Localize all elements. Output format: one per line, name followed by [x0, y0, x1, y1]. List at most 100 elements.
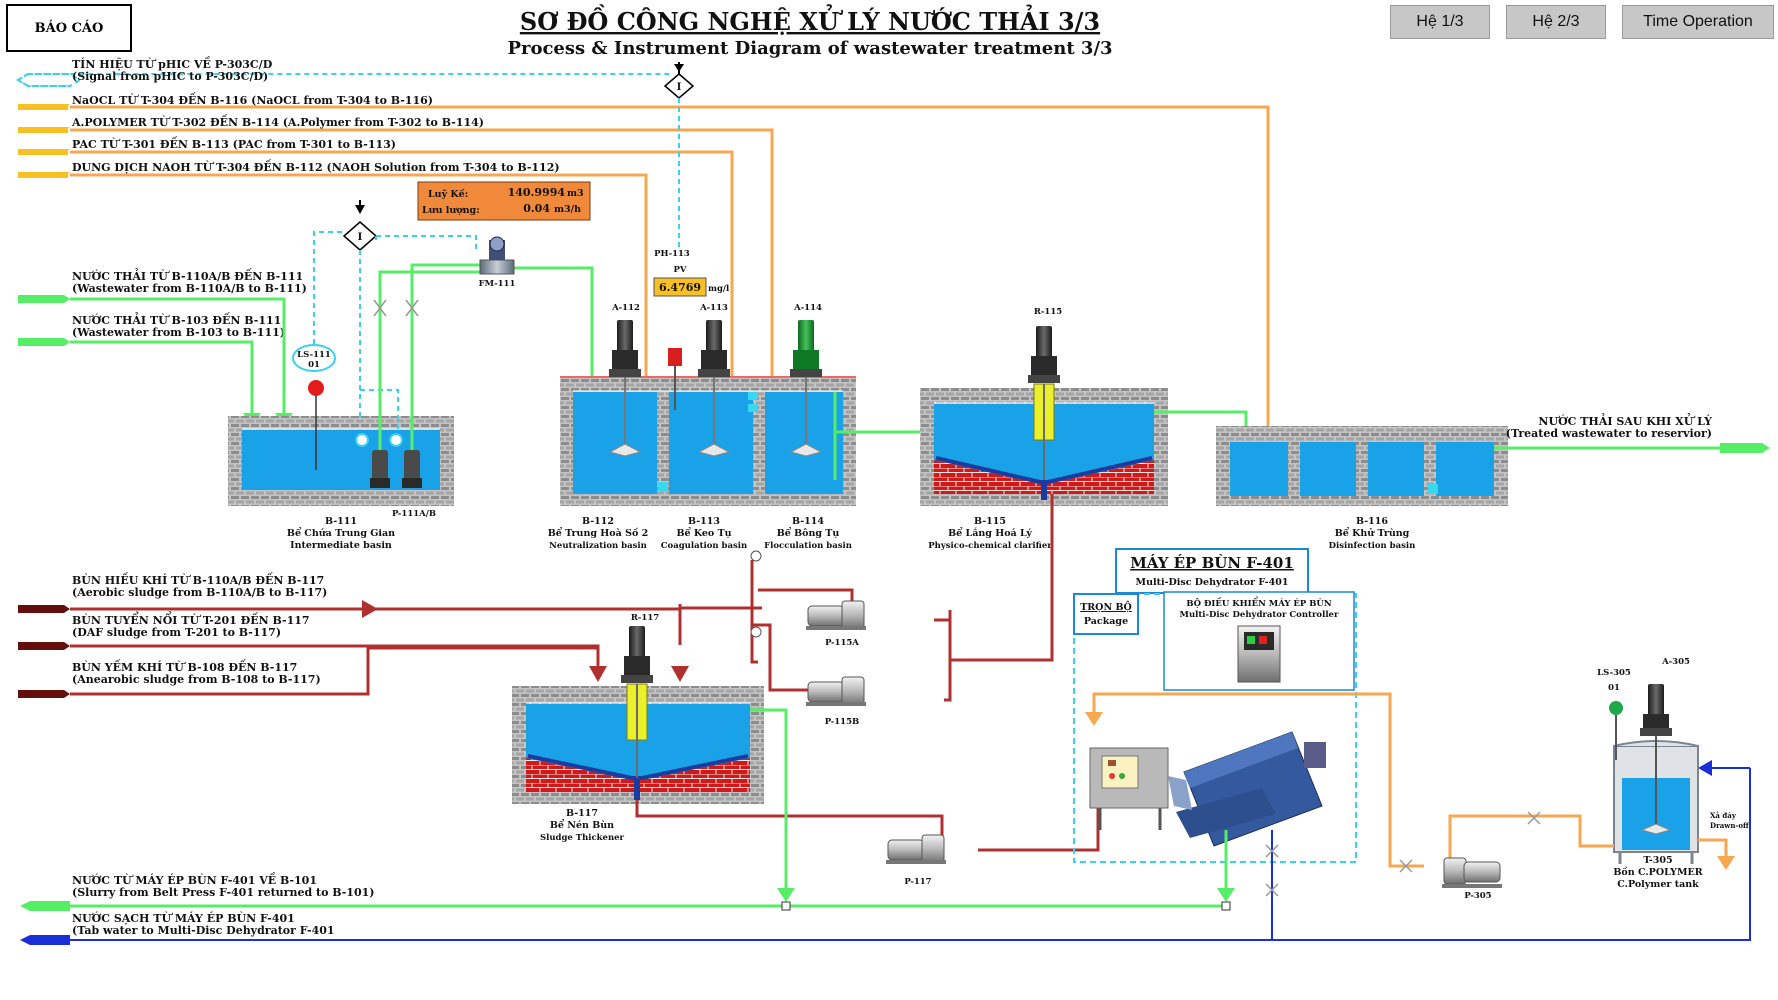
b115-name: Bể Lắng Hoá Lý	[948, 527, 1032, 539]
wastewater-inlets	[18, 295, 70, 346]
b113-tag: B-113	[688, 516, 720, 527]
dehydrator-machine	[1089, 731, 1326, 847]
b117-name: Bể Nén Bùn	[550, 819, 614, 831]
svg-text:01: 01	[308, 360, 320, 370]
svg-text:P-305: P-305	[1464, 891, 1491, 901]
interlock-diamond-left: I	[342, 221, 378, 251]
svg-text:LS-111: LS-111	[297, 350, 331, 360]
ww-103-label-en: (Wastewater from B-103 to B-111)	[72, 326, 285, 339]
svg-text:P-115B: P-115B	[825, 717, 859, 727]
ph-probe	[668, 348, 682, 410]
b114-name-en: Flocculation basin	[764, 541, 852, 551]
ph-value-display: 6.4769 mg/l	[653, 277, 730, 297]
dehydrator-controller: BỘ ĐIỀU KHIỂN MÁY ÉP BÙN Multi-Disc Dehy…	[1163, 591, 1355, 691]
b117-tag: B-117	[566, 808, 598, 819]
p111-label: P-111A/B	[392, 509, 436, 519]
flow-meter-fm111: FM-111	[479, 236, 516, 289]
svg-text:I: I	[677, 82, 682, 93]
ww-103-label: NƯỚC THẢI TỪ B-103 ĐẾN B-111	[72, 312, 281, 327]
level-switch-ls111: LS-111 01	[292, 231, 345, 470]
flow-meter-display: Luỹ Kế: 140.9994 m3 Lưu lượng: 0.04 m3/h	[417, 181, 591, 221]
polymer-tank-t305	[1609, 684, 1699, 864]
svg-text:Lưu lượng:: Lưu lượng:	[422, 205, 480, 216]
agitator-a112: A-112	[608, 303, 642, 457]
ph-signal-line	[16, 73, 670, 87]
svg-text:FM-111: FM-111	[479, 279, 516, 289]
pump-p115a: P-115A	[806, 600, 866, 648]
basin-b112-b114	[560, 376, 856, 506]
b112-name: Bể Trung Hoà Số 2	[548, 527, 648, 539]
svg-text:A-114: A-114	[793, 303, 822, 313]
pac-label: PAC TỪ T-301 ĐẾN B-113 (PAC from T-301 t…	[72, 136, 396, 151]
svg-text:P-115A: P-115A	[825, 638, 859, 648]
svg-text:0.04: 0.04	[523, 202, 550, 215]
polymer-dosing-line	[1372, 692, 1614, 868]
page-title: SƠ ĐỒ CÔNG NGHỆ XỬ LÝ NƯỚC THẢI 3/3	[520, 4, 1100, 36]
aerobic-label-en: (Aerobic sludge from B-110A/B to B-117)	[72, 586, 327, 599]
tab-water-label-en: (Tab water to Multi-Disc Dehydrator F-40…	[72, 924, 335, 937]
ls305-label-2: 01	[1608, 683, 1620, 693]
ls305-label: LS-305	[1597, 668, 1631, 678]
svg-text:6.4769: 6.4769	[659, 281, 701, 294]
anaerobic-label: BÙN YẾM KHÍ TỪ B-108 ĐẾN B-117	[72, 659, 297, 674]
ww-110-label-en: (Wastewater from B-110A/B to B-111)	[72, 282, 307, 295]
pump-p117: P-117	[886, 834, 946, 887]
polymer-label: A.POLYMER TỪ T-302 ĐẾN B-114 (A.Polymer …	[71, 114, 484, 129]
nav-system-2-button[interactable]: Hệ 2/3	[1506, 5, 1606, 39]
b116-tag: B-116	[1356, 516, 1388, 527]
time-operation-button[interactable]: Time Operation	[1622, 5, 1774, 39]
daf-label: BÙN TUYỂN NỔI TỪ T-201 ĐẾN B-117	[72, 611, 310, 627]
basin-b116	[1216, 426, 1508, 508]
svg-text:Luỹ Kế:: Luỹ Kế:	[428, 188, 468, 200]
pump-p305: P-305	[1442, 857, 1502, 901]
treated-label: NƯỚC THẢI SAU KHI XỬ LÝ	[1538, 413, 1712, 428]
pump-p111b	[389, 433, 422, 488]
ph-tag: PH-113	[654, 249, 690, 259]
basin-b117: R-117	[512, 613, 764, 804]
svg-text:MÁY ÉP BÙN F-401: MÁY ÉP BÙN F-401	[1130, 554, 1294, 572]
aerobic-label: BÙN HIẾU KHÍ TỪ B-110A/B ĐẾN B-117	[72, 572, 324, 587]
b113-name: Bể Keo Tụ	[676, 527, 731, 539]
p115-instruments	[750, 550, 762, 638]
svg-text:R-117: R-117	[631, 613, 659, 623]
basin-b115: R-115	[920, 307, 1168, 506]
a305-label: A-305	[1661, 657, 1690, 667]
t305-name-en: C.Polymer tank	[1617, 879, 1699, 890]
t305-name: Bồn C.POLYMER	[1613, 866, 1702, 878]
ph-signal-label-en: (Signal from pHIC to P-303C/D)	[72, 70, 268, 83]
daf-label-en: (DAF sludge from T-201 to B-117)	[72, 626, 281, 639]
b116-name: Bể Khử Trùng	[1335, 527, 1410, 539]
p111-valves	[373, 299, 419, 317]
agitator-a113: A-113	[697, 303, 731, 457]
svg-text:A-113: A-113	[699, 303, 728, 313]
svg-text:I: I	[358, 232, 363, 243]
b112-name-en: Neutralization basin	[549, 541, 647, 551]
slurry-label: NƯỚC TỪ MÁY ÉP BÙN F-401 VỀ B-101	[72, 872, 317, 887]
ph-signal-label: TÍN HIỆU TỪ pHIC VỀ P-303C/D	[72, 56, 273, 71]
treated-label-en: (Treated wastewater to reservior)	[1506, 427, 1712, 440]
svg-text:P-117: P-117	[904, 877, 931, 887]
b111-tag: B-111	[325, 516, 357, 527]
naoh-label: DUNG DỊCH NAOH TỪ T-304 ĐẾN B-112 (NAOH …	[72, 159, 560, 174]
svg-text:140.9994: 140.9994	[508, 186, 566, 199]
svg-text:BỘ ĐIỀU KHIỂN MÁY ÉP BÙN: BỘ ĐIỀU KHIỂN MÁY ÉP BÙN	[1186, 595, 1331, 609]
svg-text:TRỌN BỘ: TRỌN BỘ	[1080, 601, 1132, 613]
agitator-a114: A-114	[789, 303, 823, 457]
b117-name-en: Sludge Thickener	[540, 833, 625, 843]
b114-tag: B-114	[792, 516, 824, 527]
sludge-inlets	[18, 605, 70, 698]
ww-110-label: NƯỚC THẢI TỪ B-110A/B ĐẾN B-111	[72, 268, 303, 283]
svg-text:Multi-Disc Dehydrator Controll: Multi-Disc Dehydrator Controller	[1180, 610, 1339, 620]
b112-tag: B-112	[582, 516, 614, 527]
interlock-diamond-top: I	[663, 73, 695, 99]
b115-tag: B-115	[974, 516, 1006, 527]
svg-text:A-112: A-112	[611, 303, 640, 313]
ph-pv-label: PV	[674, 265, 687, 275]
p117-pipes	[635, 800, 1100, 852]
b115-name-en: Physico-chemical clarifier	[928, 541, 1052, 551]
chemical-lines	[70, 105, 1270, 430]
report-button[interactable]: BÁO CÁO	[6, 4, 132, 52]
naocl-label: NaOCL TỪ T-304 ĐẾN B-116 (NaOCL from T-3…	[72, 92, 433, 107]
svg-text:R-115: R-115	[1034, 307, 1062, 317]
nav-system-1-button[interactable]: Hệ 1/3	[1390, 5, 1490, 39]
